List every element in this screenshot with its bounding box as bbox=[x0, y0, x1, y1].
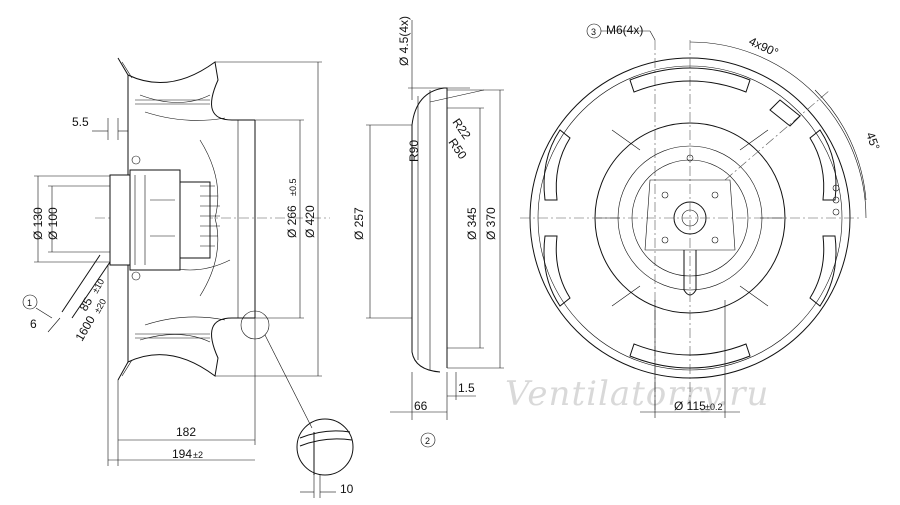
cable-1600-tol: ±20 bbox=[92, 297, 108, 315]
callout-3: 3 bbox=[591, 27, 596, 37]
dim-194-tol: ±2 bbox=[193, 450, 203, 460]
radius-r90: R90 bbox=[407, 140, 421, 162]
cable-85: 85 bbox=[76, 295, 95, 314]
cable-1600: 1600 bbox=[72, 313, 98, 343]
dim-d100: Ø 100 bbox=[46, 207, 60, 240]
dim-d370: Ø 370 bbox=[484, 207, 498, 240]
cable-85-tol: ±10 bbox=[90, 277, 106, 295]
inlet-nozzle-view: Ø 257 Ø 345 Ø 370 Ø 4.5(4x) R22 R50 R90 … bbox=[352, 16, 504, 448]
dim-d115-tol: ±0.2 bbox=[705, 402, 722, 412]
dim-1-5: 1.5 bbox=[458, 381, 475, 395]
watermark: Ventilatorry.ru bbox=[505, 374, 769, 414]
dim-6: 6 bbox=[30, 317, 37, 331]
dim-d266: Ø 266 bbox=[285, 205, 299, 238]
dim-d345: Ø 345 bbox=[465, 207, 479, 240]
dim-d130: Ø 130 bbox=[31, 207, 45, 240]
label-m6: M6(4x) bbox=[606, 23, 643, 37]
callout-1: 1 bbox=[27, 298, 32, 308]
side-view: 5.5 Ø 130 Ø 100 Ø 266 ±0.5 Ø 420 182 194… bbox=[22, 57, 354, 498]
dim-d266-tol: ±0.5 bbox=[288, 179, 298, 196]
dim-d115: Ø 115 bbox=[674, 399, 706, 413]
dim-d420: Ø 420 bbox=[303, 205, 317, 238]
dim-10: 10 bbox=[340, 482, 354, 496]
dim-66: 66 bbox=[414, 399, 428, 413]
dim-5-5: 5.5 bbox=[72, 115, 89, 129]
dim-d257: Ø 257 bbox=[352, 207, 366, 240]
dim-194: 194 bbox=[172, 447, 192, 461]
callout-2: 2 bbox=[425, 436, 430, 446]
front-view: 3 M6(4x) 4x90° 45° Ø 115 ±0.2 bbox=[520, 23, 883, 418]
angle-4x90: 4x90° bbox=[747, 34, 781, 60]
radius-r50: R50 bbox=[446, 136, 470, 162]
dim-182: 182 bbox=[176, 425, 196, 439]
mounting-slots bbox=[543, 67, 837, 369]
angle-45: 45° bbox=[863, 130, 882, 152]
dim-d4-5: Ø 4.5(4x) bbox=[397, 16, 411, 66]
